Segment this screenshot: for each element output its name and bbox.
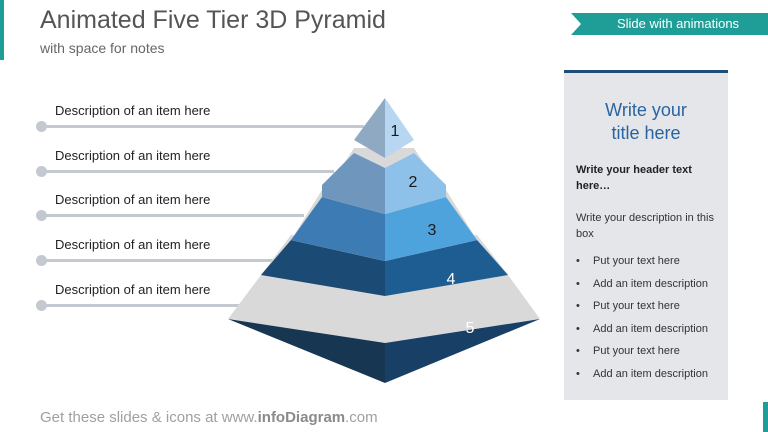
tier-2-left-face bbox=[322, 153, 385, 214]
bullet-icon: • bbox=[576, 322, 580, 335]
tier-4-right-face bbox=[385, 240, 508, 296]
tier-1-left-face bbox=[354, 98, 385, 158]
left-accent-bar bbox=[0, 0, 4, 60]
bullet-text: Put your text here bbox=[593, 300, 680, 312]
bullet-text: Put your text here bbox=[593, 255, 680, 267]
connector-line bbox=[44, 170, 334, 173]
connector-line bbox=[44, 304, 244, 307]
tier-2-right-face bbox=[385, 153, 446, 214]
description-dot bbox=[36, 210, 47, 221]
description-label: Description of an item here bbox=[55, 192, 211, 207]
animation-ribbon: Slide with animations bbox=[571, 13, 768, 35]
description-dot bbox=[36, 121, 47, 132]
bullet-text: Add an item description bbox=[593, 367, 708, 380]
page-title: Animated Five Tier 3D Pyramid bbox=[40, 6, 386, 34]
description-row-5: Description of an item here bbox=[36, 282, 366, 312]
bullet-icon: • bbox=[576, 255, 580, 267]
connector-line bbox=[44, 259, 274, 262]
bullet-icon: • bbox=[576, 277, 580, 290]
panel-title-line-2: title here bbox=[611, 123, 681, 143]
tier-5-left-face bbox=[228, 319, 385, 383]
description-dot bbox=[36, 255, 47, 266]
tier-5-right-face bbox=[385, 319, 540, 383]
description-label: Description of an item here bbox=[55, 103, 211, 118]
footer-suffix: .com bbox=[345, 409, 378, 426]
panel-description: Write your description in this box bbox=[576, 212, 714, 240]
tier-3-number: 3 bbox=[428, 222, 437, 239]
description-row-3: Description of an item here bbox=[36, 192, 366, 222]
bullet-text: Add an item description bbox=[593, 322, 708, 335]
pyramid-tier-1: 1 bbox=[354, 98, 414, 158]
description-dot bbox=[36, 300, 47, 311]
ribbon-label: Slide with animations bbox=[616, 16, 740, 31]
footer-prefix: Get these slides & icons at www. bbox=[40, 409, 258, 426]
panel-header-text: Write your header text here… bbox=[576, 164, 692, 192]
tier-3-right-face bbox=[385, 197, 477, 261]
tier-1-right-face bbox=[385, 98, 414, 158]
description-row-4: Description of an item here bbox=[36, 237, 366, 267]
page-subtitle: with space for notes bbox=[40, 40, 165, 56]
description-row-1: Description of an item here bbox=[36, 103, 366, 133]
notes-panel: Write your title here Write your header … bbox=[564, 70, 728, 400]
tier-4-number: 4 bbox=[447, 271, 456, 288]
list-item: • Put your text here bbox=[576, 343, 708, 366]
tier-2-number: 2 bbox=[409, 174, 418, 191]
pyramid-tier-2: 2 bbox=[322, 148, 446, 214]
pyramid-tier-4: 4 bbox=[261, 235, 508, 296]
bullet-icon: • bbox=[576, 345, 580, 357]
tier-4-left-face bbox=[261, 240, 385, 296]
tier-5-ledge bbox=[228, 275, 540, 343]
footer-brand: infoDiagram bbox=[257, 409, 346, 426]
footer-credit: Get these slides & icons at www.infoDiag… bbox=[40, 409, 378, 426]
panel-title: Write your title here bbox=[564, 99, 728, 145]
list-item: • Put your text here bbox=[576, 298, 708, 321]
pyramid-tier-5: 5 bbox=[228, 275, 540, 383]
pyramid-tier-3: 3 bbox=[291, 190, 477, 261]
corner-accent-bar bbox=[763, 402, 768, 432]
bullet-text: Add an item description bbox=[593, 277, 708, 290]
bullet-icon: • bbox=[576, 300, 580, 312]
description-row-2: Description of an item here bbox=[36, 148, 366, 178]
description-label: Description of an item here bbox=[55, 148, 211, 163]
list-item: • Add an item description bbox=[576, 366, 708, 389]
ribbon-shape bbox=[571, 13, 768, 35]
description-label: Description of an item here bbox=[55, 237, 211, 252]
panel-bullet-list: • Put your text here • Add an item descrip… bbox=[576, 253, 708, 388]
list-item: • Add an item description bbox=[576, 276, 708, 299]
list-item: • Put your text here bbox=[576, 253, 708, 276]
tier-1-number: 1 bbox=[391, 123, 400, 140]
panel-title-line-1: Write your bbox=[605, 100, 687, 120]
description-dot bbox=[36, 166, 47, 177]
connector-line bbox=[44, 125, 364, 128]
connector-line bbox=[44, 214, 304, 217]
tier-3-left-face bbox=[291, 197, 385, 261]
bullet-text: Put your text here bbox=[593, 345, 680, 357]
list-item: • Add an item description bbox=[576, 321, 708, 344]
tier-5-number: 5 bbox=[466, 320, 475, 337]
description-label: Description of an item here bbox=[55, 282, 211, 297]
bullet-icon: • bbox=[576, 367, 580, 380]
